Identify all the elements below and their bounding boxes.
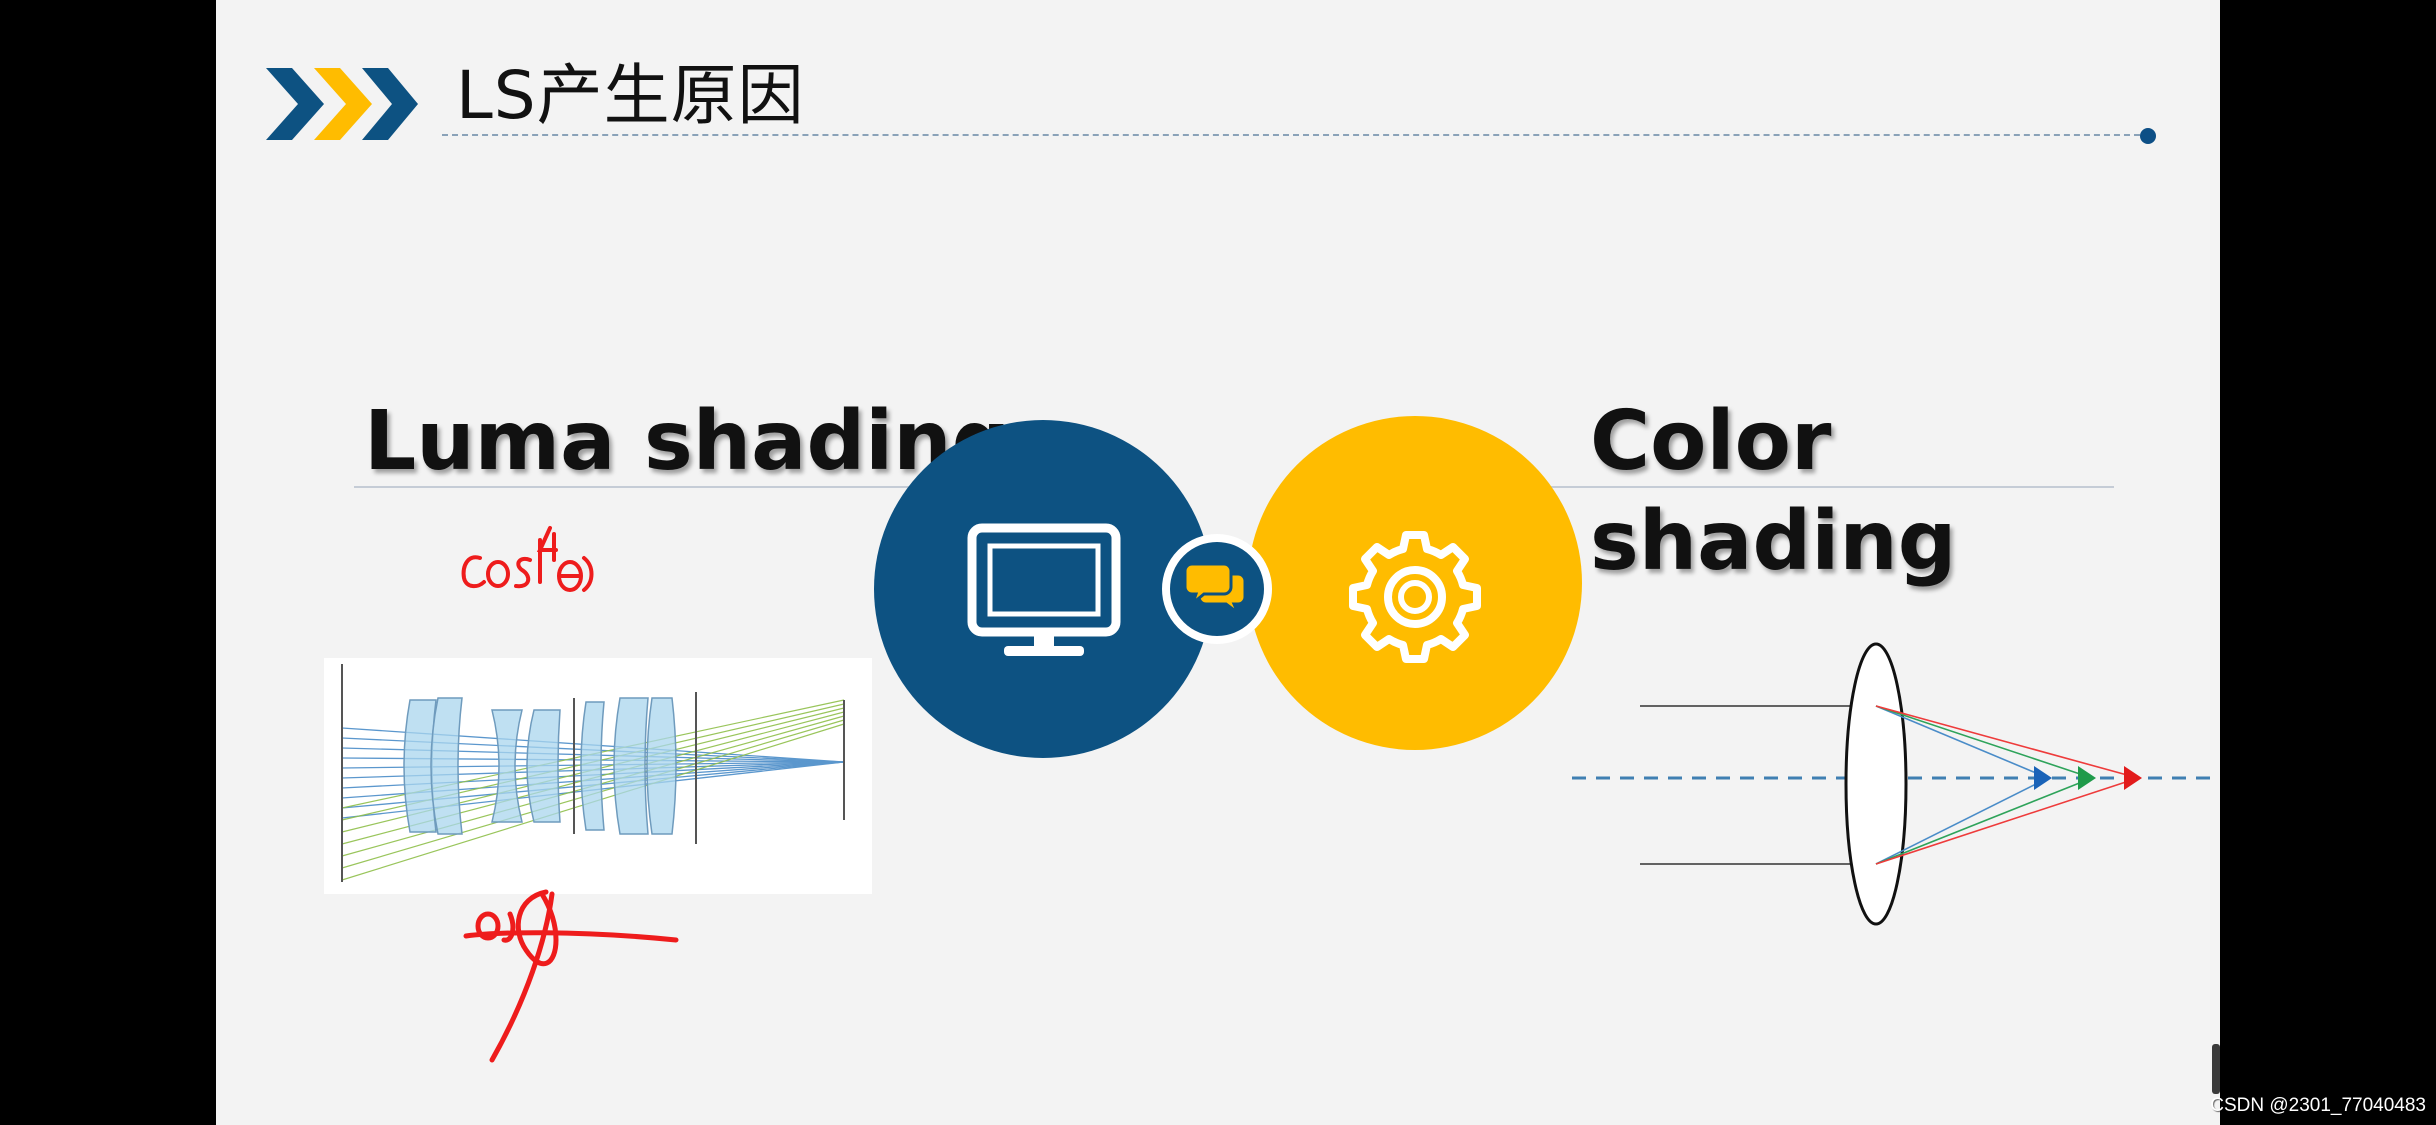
lens-system-diagram xyxy=(324,658,872,894)
presentation-slide: LS产生原因 Luma shading Color shading xyxy=(216,0,2220,1125)
color-shading-heading: Color shading xyxy=(1590,394,1957,589)
chat-bubbles-icon xyxy=(1183,562,1247,618)
handwritten-sketch-annotation xyxy=(463,889,679,1063)
handwritten-cos4-annotation xyxy=(461,526,594,592)
luma-shading-heading: Luma shading xyxy=(364,394,1011,489)
watermark-text: CSDN @2301_77040483 xyxy=(2210,1095,2426,1116)
title-divider xyxy=(442,134,2150,136)
chevrons-icon xyxy=(266,68,418,140)
slide-title: LS产生原因 xyxy=(456,57,805,134)
title-divider-dot xyxy=(2140,128,2156,144)
scroll-handle[interactable] xyxy=(2212,1044,2220,1094)
luma-heading-underline xyxy=(354,486,920,488)
color-heading-underline xyxy=(1546,486,2114,488)
blue-circle xyxy=(874,420,1212,758)
center-circle xyxy=(1162,534,1272,644)
gear-icon xyxy=(1349,531,1481,663)
chromatic-dispersion-diagram xyxy=(1572,642,2220,926)
monitor-icon xyxy=(967,523,1121,656)
